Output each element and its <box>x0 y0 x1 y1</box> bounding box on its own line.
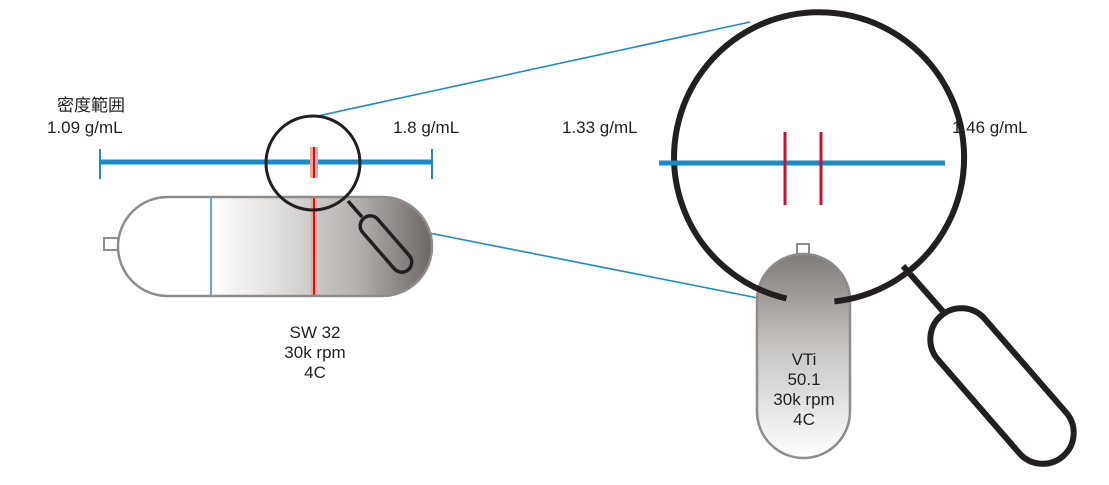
gradient-fill <box>211 197 432 296</box>
rotor-name: SW 32 <box>289 323 341 342</box>
rotor-name: VTi <box>791 350 817 369</box>
large-magnifier-icon <box>659 9 1077 467</box>
rotor-model: 50.1 <box>787 370 821 389</box>
overview-min-density-label: 1.09 g/mL <box>47 118 123 137</box>
zoom-max-density-label: 1.46 g/mL <box>952 118 1028 137</box>
swinging-bucket-rotor-info: SW 32 30k rpm 4C <box>255 323 375 383</box>
overview-max-density-label: 1.8 g/mL <box>393 118 460 137</box>
rotor-temperature: 4C <box>793 410 815 429</box>
small-magnifier-icon <box>264 114 414 274</box>
magnifier-handle <box>927 305 1077 467</box>
magnifier-lens <box>671 9 968 305</box>
vertical-rotor-info: VTi 50.1 30k rpm 4C <box>758 350 850 430</box>
zoom-connector-upper <box>312 21 751 118</box>
rotor-speed: 30k rpm <box>773 390 835 409</box>
swinging-bucket-tube <box>103 195 434 298</box>
rotor-speed: 30k rpm <box>284 343 346 362</box>
tube-body <box>755 252 852 460</box>
density-range-title: 密度範囲 <box>57 96 125 115</box>
tube-outline <box>116 195 434 298</box>
rotor-temperature: 4C <box>304 363 326 382</box>
zoom-min-density-label: 1.33 g/mL <box>562 118 638 137</box>
tube-cap-tab <box>796 243 810 255</box>
vertical-rotor-tube <box>755 243 852 460</box>
tube-cap-tab <box>103 237 119 251</box>
